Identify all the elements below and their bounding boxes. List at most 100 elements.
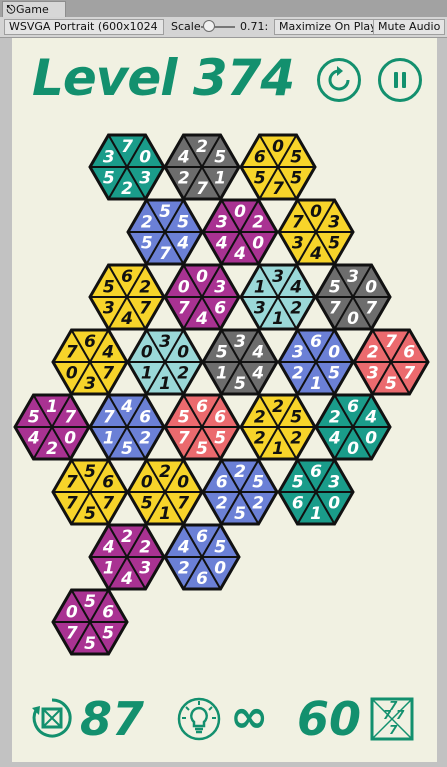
tab-bar: ⎋Game — [0, 0, 447, 17]
hex-number: 5 — [329, 278, 341, 298]
hex-number: 0 — [214, 559, 226, 579]
restart-button[interactable] — [317, 58, 361, 102]
dropdown-arrow-icon: ↕ — [161, 20, 163, 33]
hex-number: 0 — [64, 429, 76, 449]
hex-number: 0 — [234, 202, 246, 222]
hex-number: 0 — [141, 343, 153, 363]
hex-number: 5 — [84, 504, 96, 524]
hex-number: 3 — [139, 169, 151, 189]
hex-number: 7 — [403, 364, 415, 384]
hex-number: 3 — [216, 213, 228, 233]
hex-number: 3 — [84, 374, 96, 394]
hex-number: 0 — [177, 473, 189, 493]
hex-number: 5 — [84, 634, 96, 654]
hex-number: 3 — [328, 213, 340, 233]
hex-number: 5 — [196, 439, 208, 459]
hex-number: 0 — [66, 364, 78, 384]
scale-slider-track[interactable] — [201, 26, 235, 28]
hex-number: 5 — [385, 374, 397, 394]
hex-number: 0 — [347, 439, 359, 459]
hex-number: 4 — [102, 538, 115, 558]
hex-number: 2 — [196, 137, 208, 157]
hex-number: 5 — [290, 148, 302, 168]
hex-number: 2 — [252, 213, 264, 233]
resolution-dropdown[interactable]: WSVGA Portrait (600x1024 ↕ — [4, 19, 164, 35]
hex-number: 5 — [121, 439, 133, 459]
hex-number: 0 — [141, 473, 153, 493]
game-toolbar: WSVGA Portrait (600x1024 ↕ Scale 0.71: M… — [0, 17, 447, 38]
hex-number: 4 — [176, 234, 189, 254]
scale-slider-knob[interactable] — [203, 20, 215, 32]
hex-number: 3 — [103, 148, 115, 168]
hex-number: 3 — [292, 234, 304, 254]
svg-text:7: 7 — [383, 708, 392, 722]
hex-number: 6 — [196, 397, 208, 417]
hex-number: 4 — [120, 397, 133, 417]
hex-number: 7 — [66, 473, 78, 493]
hex-number: 0 — [347, 309, 359, 329]
hex-number: 2 — [139, 278, 151, 298]
hex-board: 0325375172425575605475252044303543702743… — [13, 133, 430, 656]
hex-number: 7 — [64, 408, 76, 428]
resolution-label: WSVGA Portrait (600x1024 — [9, 20, 158, 33]
hex-number: 4 — [120, 309, 133, 329]
hex-number: 7 — [196, 179, 208, 199]
tab-game[interactable]: ⎋Game — [2, 1, 66, 17]
hex-number: 4 — [251, 343, 264, 363]
tiles-icon: 7 7 7 7 — [370, 697, 414, 741]
hex-number: 3 — [139, 559, 151, 579]
hex-number: 0 — [328, 343, 340, 363]
hex-number: 6 — [214, 299, 226, 319]
hex-number: 6 — [347, 397, 359, 417]
hex-number: 2 — [159, 462, 171, 482]
hex-number: 4 — [233, 244, 246, 264]
hex-number: 1 — [310, 374, 322, 394]
pause-button[interactable] — [378, 58, 422, 102]
hex-number: 3 — [367, 364, 379, 384]
hex-number: 1 — [159, 374, 171, 394]
hex-number: 7 — [66, 494, 78, 514]
mute-audio-button[interactable]: Mute Audio — [373, 19, 446, 35]
hex-number: 5 — [234, 374, 246, 394]
hex-number: 6 — [254, 148, 266, 168]
hex-number: 7 — [159, 244, 171, 264]
hex-number: 5 — [290, 169, 302, 189]
hex-number: 0 — [365, 278, 377, 298]
hex-number: 5 — [214, 148, 226, 168]
hex-number: 7 — [178, 429, 190, 449]
hex-number: 7 — [177, 494, 189, 514]
hex-number: 5 — [84, 462, 96, 482]
hint-button[interactable] — [176, 696, 222, 742]
hex-number: 3 — [292, 343, 304, 363]
hex-number: 4 — [177, 538, 190, 558]
maximize-on-play-button[interactable]: Maximize On Play — [274, 19, 382, 35]
